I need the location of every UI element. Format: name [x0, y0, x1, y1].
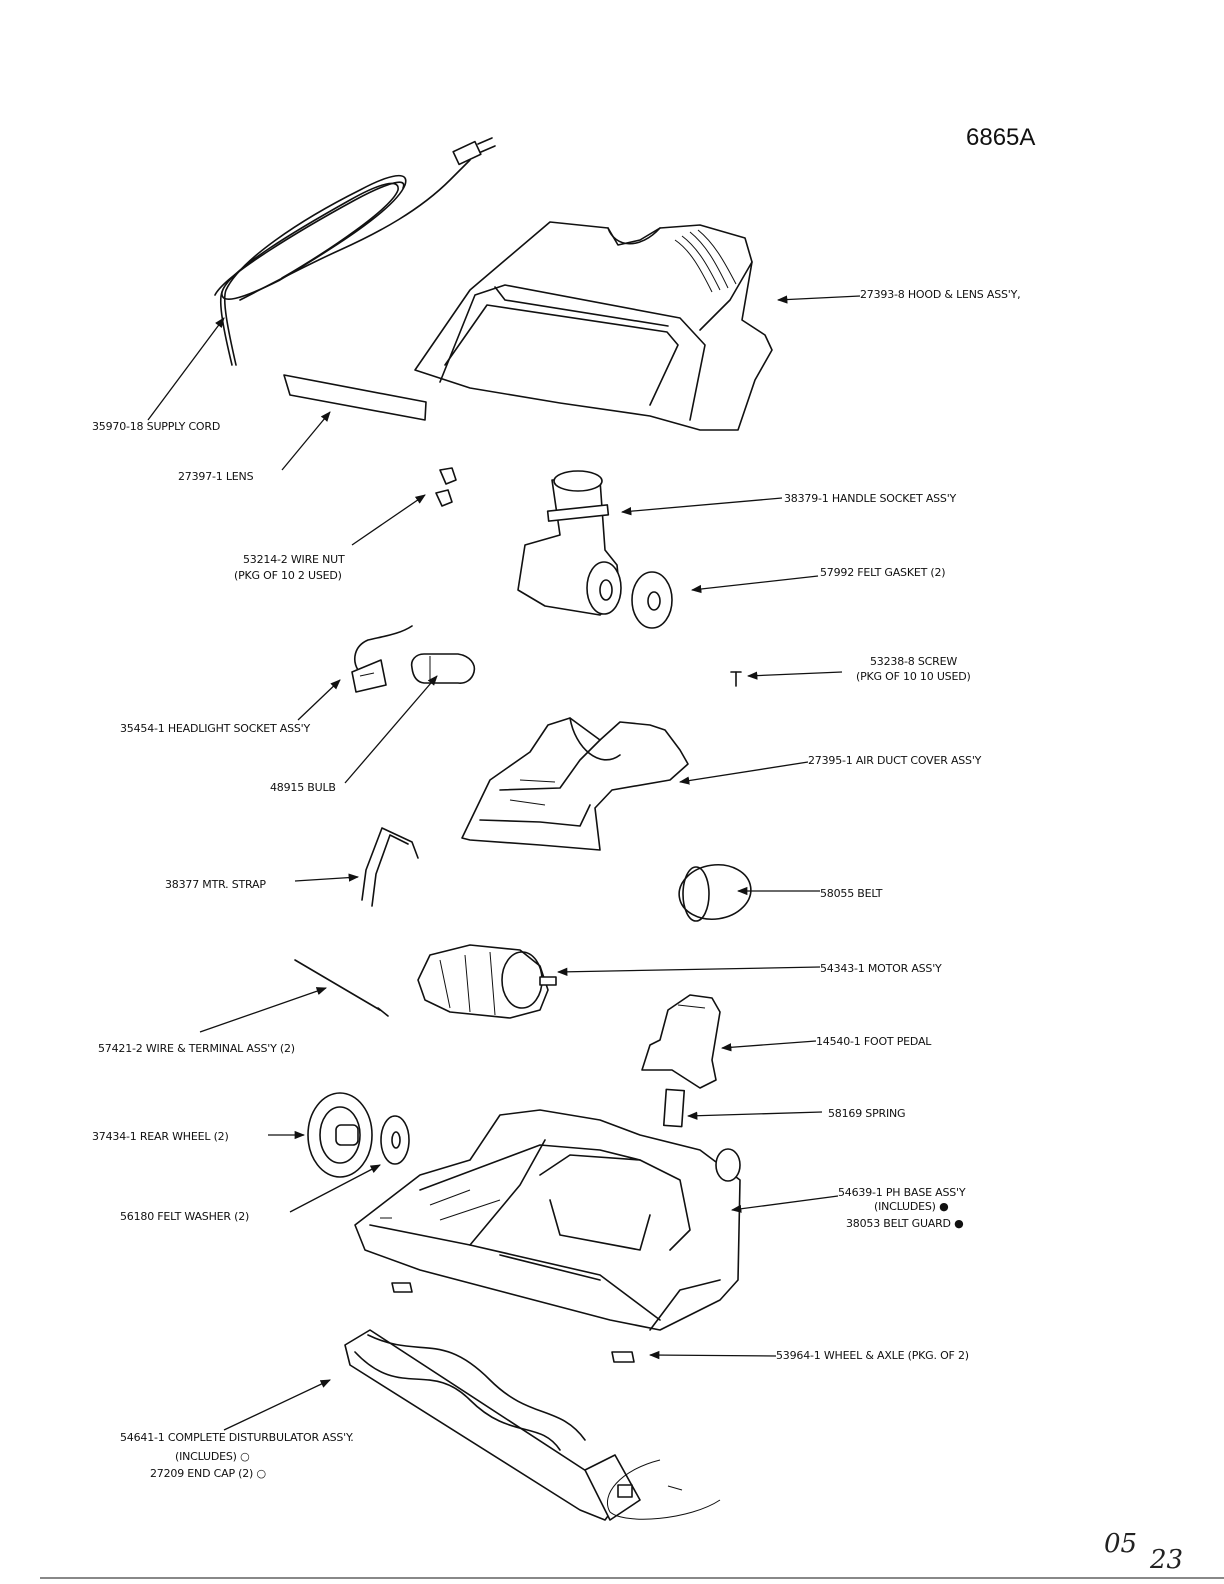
lens-drawing — [283, 374, 427, 421]
label-spring: 58169 SPRING — [828, 1107, 905, 1120]
label-wire-nut-pkg: (PKG OF 10 2 USED) — [234, 569, 342, 582]
screw-drawing — [730, 671, 742, 687]
handle-socket-drawing — [517, 470, 622, 616]
motor-drawing — [417, 944, 557, 1019]
felt-washer-drawing — [380, 1115, 410, 1165]
base-drawing — [354, 1109, 741, 1331]
label-motor-strap: 38377 MTR. STRAP — [165, 878, 266, 891]
spring-drawing — [662, 1088, 686, 1128]
model-number: 6865A — [966, 124, 1035, 151]
belt-drawing — [678, 863, 752, 922]
label-headlight-socket: 35454-1 HEADLIGHT SOCKET ASS'Y — [120, 722, 310, 735]
label-base-includes: (INCLUDES) ● — [874, 1200, 948, 1213]
page-mark-left: 05 — [1104, 1529, 1137, 1559]
label-wire-terminal: 57421-2 WIRE & TERMINAL ASS'Y (2) — [98, 1042, 295, 1055]
rear-wheel-drawing — [307, 1092, 373, 1178]
wire-terminal-drawing — [294, 959, 389, 1017]
label-felt-gasket: 57992 FELT GASKET (2) — [820, 566, 945, 579]
label-disturbulator-includes: (INCLUDES) ○ — [175, 1450, 249, 1463]
label-rear-wheel: 37434-1 REAR WHEEL (2) — [92, 1130, 229, 1143]
bulb-drawing — [410, 653, 476, 684]
hood-drawing — [414, 221, 773, 431]
label-belt: 58055 BELT — [820, 887, 883, 900]
foot-pedal-drawing — [641, 994, 721, 1089]
supply-cord-drawing — [214, 137, 496, 366]
label-foot-pedal: 14540-1 FOOT PEDAL — [816, 1035, 932, 1048]
label-felt-washer: 56180 FELT WASHER (2) — [120, 1210, 249, 1223]
wire-nut-drawing — [435, 467, 457, 507]
label-wheel-axle: 53964-1 WHEEL & AXLE (PKG. OF 2) — [776, 1349, 969, 1362]
page-mark-right: 23 — [1149, 1545, 1183, 1575]
label-disturbulator: 54641-1 COMPLETE DISTURBULATOR ASS'Y. — [120, 1431, 354, 1444]
label-screw: 53238-8 SCREW — [870, 655, 957, 668]
headlight-socket-drawing — [351, 625, 413, 693]
label-air-duct-cover: 27395-1 AIR DUCT COVER ASS'Y — [808, 754, 982, 767]
disturbulator-drawing — [344, 1329, 641, 1521]
label-lens: 27397-1 LENS — [178, 470, 254, 483]
label-hood: 27393-8 HOOD & LENS ASS'Y, — [860, 288, 1020, 301]
motor-strap-drawing — [361, 827, 419, 907]
wheel-axle-drawing — [391, 1282, 635, 1363]
label-wire-nut: 53214-2 WIRE NUT — [243, 553, 345, 566]
handwritten-marks: 05 23 — [40, 1459, 1224, 1579]
air-duct-cover-drawing — [461, 717, 689, 851]
felt-gasket-drawing — [631, 571, 673, 629]
label-base: 54639-1 PH BASE ASS'Y — [838, 1186, 966, 1199]
leader-lines — [147, 295, 861, 1431]
label-end-cap: 27209 END CAP (2) ○ — [150, 1467, 266, 1480]
label-motor: 54343-1 MOTOR ASS'Y — [820, 962, 942, 975]
label-supply-cord: 35970-18 SUPPLY CORD — [92, 420, 220, 433]
part-labels: 35970-18 SUPPLY CORD 27393-8 HOOD & LENS… — [92, 288, 1021, 1480]
label-bulb: 48915 BULB — [270, 781, 336, 794]
label-belt-guard: 38053 BELT GUARD ● — [846, 1217, 964, 1230]
label-screw-pkg: (PKG OF 10 10 USED) — [856, 670, 971, 683]
label-handle-socket: 38379-1 HANDLE SOCKET ASS'Y — [784, 492, 957, 505]
